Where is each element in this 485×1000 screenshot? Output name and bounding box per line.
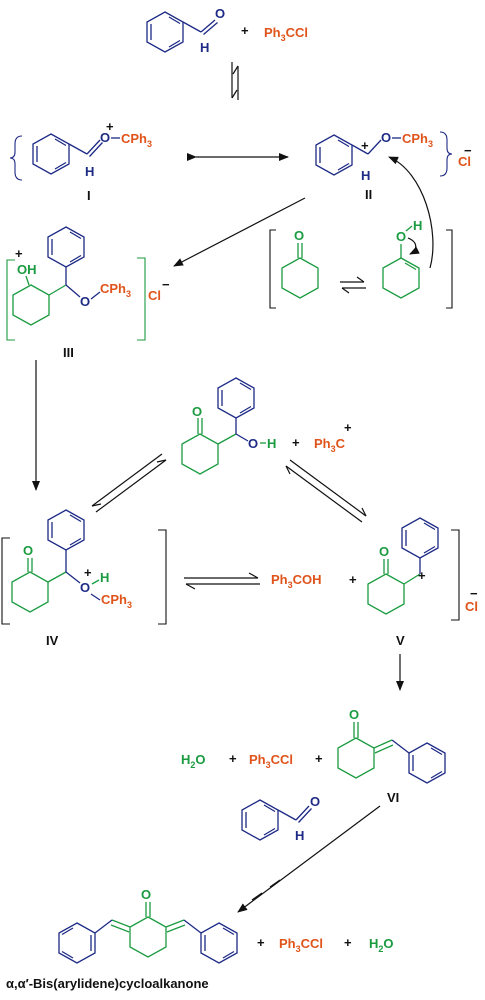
trityl-chloride: Ph3CCl — [249, 752, 293, 770]
atom-h: H — [100, 570, 109, 585]
cyclohexenol: O H — [382, 218, 422, 299]
atom-o: O — [100, 130, 110, 145]
tautomer-equilibrium — [340, 276, 366, 294]
label-III: III — [63, 345, 74, 360]
water: H2O — [369, 936, 394, 954]
chloride-anion: Cl — [458, 154, 471, 169]
structure-I: H O + CPh3 — [32, 119, 152, 179]
atom-o: O — [349, 707, 359, 722]
plus-sign: + — [292, 435, 300, 450]
cph3-group: CPh3 — [402, 131, 433, 149]
plus-sign: + — [241, 23, 249, 38]
atom-o: O — [396, 229, 406, 244]
atom-o: O — [294, 228, 304, 243]
equilibrium-arrow-horizontal — [184, 572, 260, 590]
trityl-alcohol: Ph3COH — [271, 572, 322, 590]
trityl-chloride: Ph3CCl — [279, 936, 323, 954]
chloride-anion: Cl — [148, 288, 161, 303]
label-VI: VI — [387, 790, 399, 805]
plus-sign: + — [257, 935, 265, 950]
charge-minus: − — [162, 277, 170, 292]
atom-o: O — [310, 794, 320, 809]
water: H2O — [181, 752, 206, 770]
plus-sign: + — [315, 751, 323, 766]
equilibrium-arrow-1 — [231, 62, 239, 100]
structure-II: + O CPh3 H — [315, 130, 433, 183]
structure-IV: O + O H CPh3 — [1, 509, 167, 625]
cph3-group: CPh3 — [101, 592, 132, 610]
label-II: II — [365, 187, 372, 202]
chloride-anion: Cl — [465, 599, 478, 614]
trityl-cation: Ph3C — [314, 436, 346, 454]
benzaldehyde-bottom: O H — [241, 794, 320, 843]
dashed-arrow — [251, 879, 281, 901]
cph3-group: CPh3 — [121, 131, 152, 149]
atom-o: O — [80, 580, 90, 595]
tautomer-bracket — [269, 229, 453, 309]
atom-o: O — [379, 544, 389, 559]
atom-o: O — [80, 294, 90, 309]
charge-plus: + — [344, 420, 352, 435]
charge-plus: + — [106, 119, 114, 134]
charge-minus: − — [470, 586, 478, 601]
atom-h: H — [85, 164, 94, 179]
structure-VI: O — [337, 707, 446, 784]
final-product: O — [58, 887, 238, 964]
structure-V: O + — [367, 517, 460, 621]
equilibrium-arrow-left — [91, 453, 167, 513]
resonance-brace-left — [9, 135, 23, 181]
aldol-adduct: O O H — [181, 377, 276, 475]
nucleophilic-attack-arrow — [388, 156, 434, 269]
atom-o: O — [23, 543, 33, 558]
atom-o: O — [192, 404, 202, 419]
atom-h: H — [361, 168, 370, 183]
atom-o: O — [215, 6, 225, 21]
atom-o: O — [381, 130, 391, 145]
structure-III: Cl − + OH O CPh3 — [6, 226, 170, 341]
atom-o: O — [248, 436, 258, 451]
plus-sign: + — [349, 572, 357, 587]
charge-plus: + — [418, 568, 426, 583]
cyclohexanone: O — [281, 228, 319, 299]
charge-plus: + — [361, 138, 369, 153]
trityl-chloride: Ph3CCl — [264, 25, 308, 43]
atom-h: H — [267, 436, 276, 451]
product-name: α,α′-Bis(arylidene)cycloalkanone — [6, 976, 209, 991]
arrow-to-III — [173, 197, 306, 267]
cph3-group: CPh3 — [100, 281, 131, 299]
charge-plus: + — [84, 565, 92, 580]
hydroxyl-oh: OH — [17, 262, 37, 277]
label-I: I — [87, 188, 91, 203]
plus-sign: + — [344, 935, 352, 950]
equilibrium-arrow-right — [285, 459, 367, 523]
arrow-to-product — [237, 805, 381, 913]
charge-plus: + — [15, 246, 23, 261]
benzaldehyde-top: O H — [146, 6, 225, 55]
atom-h: H — [200, 40, 209, 55]
atom-h: H — [413, 218, 422, 233]
plus-sign: + — [229, 751, 237, 766]
resonance-brace-right — [439, 131, 453, 177]
label-IV: IV — [46, 633, 59, 648]
label-V: V — [396, 633, 405, 648]
atom-o: O — [141, 887, 151, 902]
charge-minus: − — [464, 143, 472, 158]
atom-h: H — [295, 828, 304, 843]
